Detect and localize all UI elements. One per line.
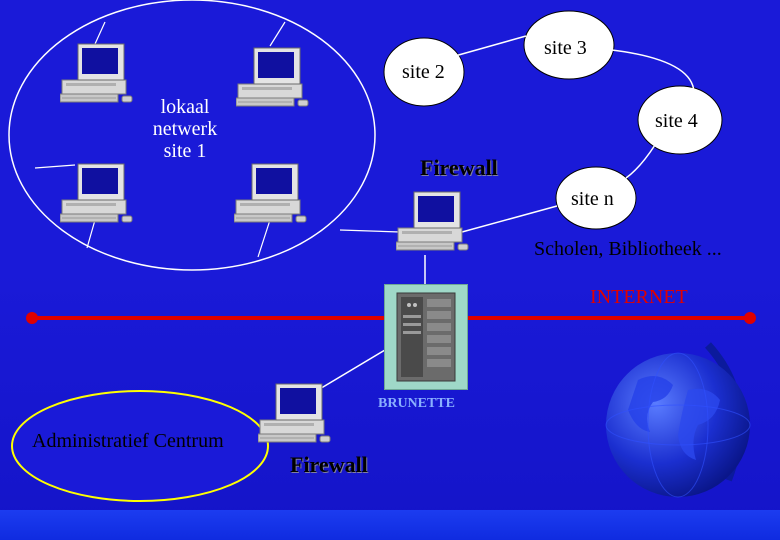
site1-label-line3: site 1 (163, 140, 207, 162)
admin-ellipse (11, 390, 269, 502)
schools-label: Scholen, Bibliotheek ... (534, 238, 722, 260)
bottom-bar (0, 510, 780, 540)
link-site3-site4 (611, 49, 695, 93)
site1-ellipse (8, 0, 376, 271)
desktop-computer-icon (59, 160, 136, 229)
firewall-bottom-label: Firewall (290, 452, 368, 477)
link-firewall-siten (461, 205, 558, 233)
link-site4-siten (625, 144, 656, 179)
site3-label: site 3 (544, 37, 587, 59)
site1-label-line1: lokaal (160, 96, 210, 118)
site2-circle (383, 37, 465, 107)
siten-label: site n (571, 188, 614, 210)
internet-line-start-dot (26, 312, 38, 324)
site1-label: lokaal netwerk site 1 (140, 96, 230, 162)
site2-label: site 2 (402, 61, 445, 83)
server-rack-icon (384, 284, 468, 390)
desktop-computer-icon (257, 380, 334, 449)
admin-label: Administratief Centrum (32, 430, 224, 452)
siten-circle (555, 166, 637, 230)
desktop-computer-icon (395, 188, 472, 257)
site1-label-line2: netwerk (152, 118, 218, 140)
site4-label: site 4 (655, 110, 698, 132)
server-label: BRUNETTE (378, 396, 456, 411)
desktop-computer-icon (233, 160, 310, 229)
desktop-computer-icon (59, 40, 136, 109)
globe-icon (598, 340, 758, 515)
site4-circle (637, 85, 723, 155)
desktop-computer-icon (235, 44, 312, 113)
firewall-top-label: Firewall (420, 155, 498, 180)
internet-line-end-dot (744, 312, 756, 324)
internet-label: INTERNET (590, 286, 688, 308)
link-site2-site3 (454, 35, 527, 57)
site3-circle (523, 10, 615, 80)
